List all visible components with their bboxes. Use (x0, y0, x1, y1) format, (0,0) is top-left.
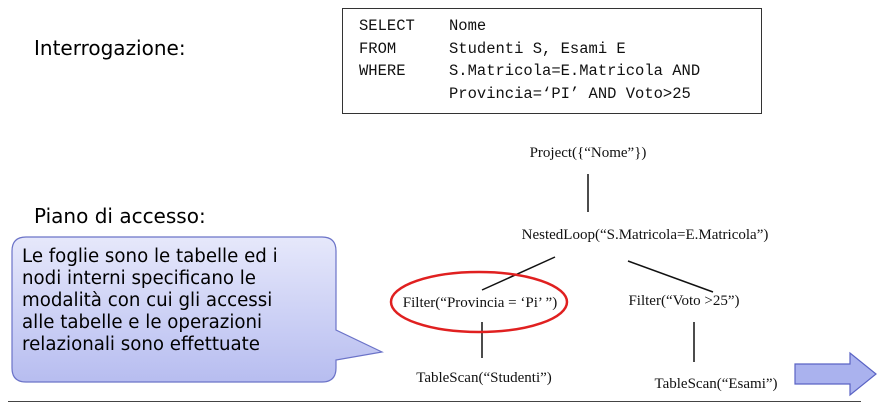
right-arrow-icon[interactable] (794, 351, 877, 397)
callout-line: relazionali sono effettuate (22, 334, 260, 355)
node-tablescan-esami: TableScan(“Esami”) (654, 376, 777, 392)
edge-nestedloop-filter-right (627, 260, 714, 293)
bottom-divider (8, 401, 861, 402)
sql-text: Nome (449, 17, 487, 35)
access-plan-label: Piano di accesso: (34, 204, 206, 228)
sql-line: Provincia=‘PI’ AND Voto>25 (359, 83, 761, 106)
callout-line: Le foglie sono le tabelle ed i (22, 246, 278, 267)
node-nested-loop: NestedLoop(“S.Matricola=E.Matricola”) (522, 227, 769, 243)
sql-text: Provincia=‘PI’ AND Voto>25 (449, 84, 691, 103)
sql-query-box: SELECT Nome FROM Studenti S, Esami E WHERE… (342, 8, 762, 114)
callout-bubble (11, 236, 384, 383)
node-project: Project({“Nome”}) (530, 145, 647, 161)
sql-keyword: WHERE (359, 62, 406, 80)
node-tablescan-studenti: TableScan(“Studenti”) (416, 370, 552, 386)
node-filter-voto: Filter(“Voto >25”) (628, 293, 739, 309)
callout-line: alle tabelle e le operazioni (22, 312, 263, 333)
sql-text: S.Matricola=E.Matricola AND (449, 62, 701, 80)
sql-line: SELECT Nome (359, 15, 761, 38)
callout-line: modalità con cui gli accessi (22, 290, 273, 311)
edge-nestedloop-filter-left (481, 256, 556, 291)
node-filter-provincia: Filter(“Provincia = ‘Pi’ ”) (403, 295, 557, 311)
callout-text: Le foglie sono le tabelle ed i nodi inte… (22, 246, 342, 356)
highlight-ellipse (389, 270, 569, 334)
sql-text: Studenti S, Esami E (449, 39, 626, 58)
sql-line: WHERE S.Matricola=E.Matricola AND (359, 60, 761, 83)
sql-keyword: SELECT (359, 17, 415, 35)
callout-line: nodi interni specificano le (22, 268, 256, 289)
query-label: Interrogazione: (34, 36, 186, 60)
sql-keyword: FROM (359, 39, 397, 58)
sql-line: FROM Studenti S, Esami E (359, 38, 761, 61)
